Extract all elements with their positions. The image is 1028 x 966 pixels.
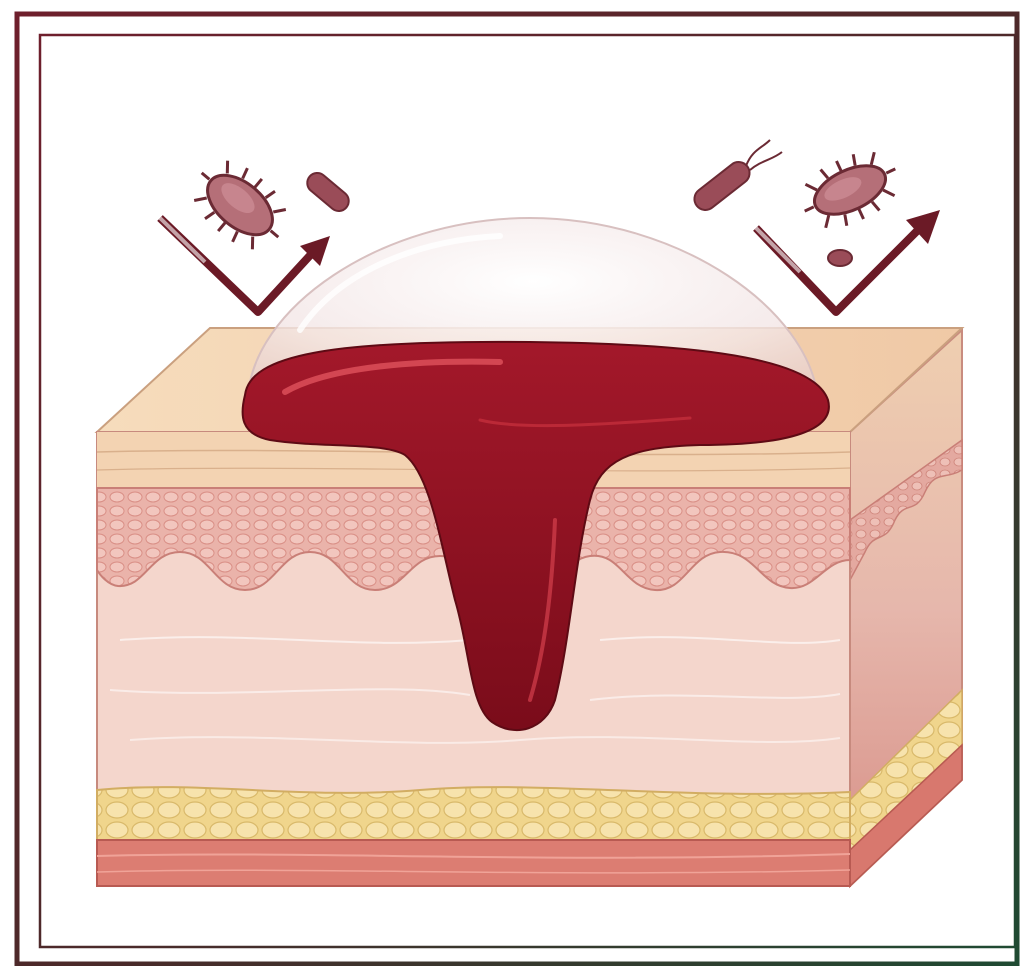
bacterium-spiky-icon — [791, 140, 909, 240]
fat-layer — [97, 787, 850, 840]
bacterium-flagellated-icon — [690, 140, 782, 214]
bacterium-small-icon — [828, 250, 852, 266]
bacterium-spiky-icon — [180, 147, 300, 263]
muscle-layer — [97, 840, 850, 886]
bacterium-rod-icon — [303, 169, 353, 215]
